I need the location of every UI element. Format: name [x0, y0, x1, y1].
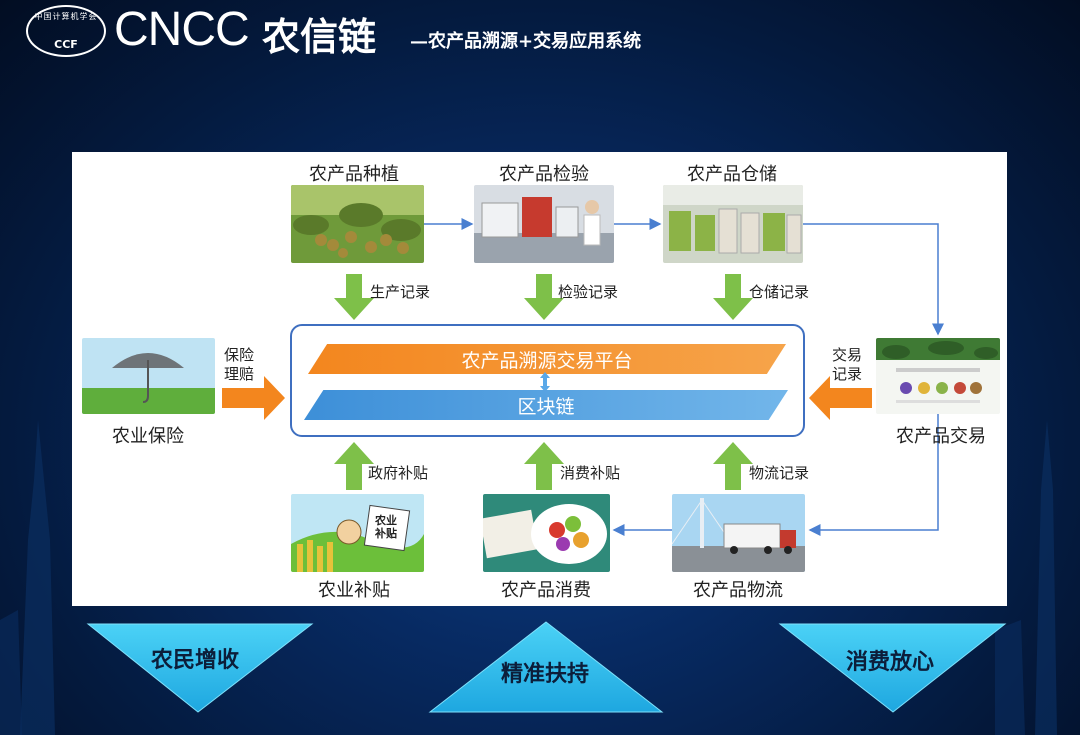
node-label-inspection: 农产品检验 [499, 164, 589, 185]
outcome-middle-label: 精准扶持 [500, 662, 589, 687]
record-label-production: 生产记录 [370, 283, 431, 301]
storage-photo [663, 185, 803, 263]
arrow-production-down [334, 274, 374, 320]
record-label-logistics: 物流记录 [749, 464, 810, 482]
outcome-triangles [86, 621, 1007, 713]
page-subtitle: —农产品溯源+交易应用系统 [410, 31, 642, 52]
logo-mark: CCF [54, 38, 78, 51]
record-label-trade-1: 交易 [832, 346, 863, 364]
arrow-consumer-subsidy-up [524, 442, 564, 490]
node-label-storage: 农产品仓储 [687, 164, 777, 185]
record-label-inspection: 检验记录 [558, 283, 619, 301]
trade-photo [876, 338, 1000, 414]
arrow-inspection-down [524, 274, 564, 320]
platform-band-top: 农产品溯源交易平台 [308, 344, 786, 374]
inspection-photo [474, 185, 614, 263]
outcome-middle-triangle [428, 621, 664, 713]
header: 中国计算机学会 CCF CNCC 农信链 —农产品溯源+交易应用系统 [0, 0, 1080, 62]
node-label-insurance: 农业保险 [112, 426, 184, 447]
node-label-logistics: 农产品物流 [693, 580, 783, 601]
traceability-platform: 农产品溯源交易平台 区块链 [290, 324, 805, 437]
connector-trade-logistics [808, 414, 939, 536]
city-skyline-right [995, 420, 1057, 735]
record-label-consumer-subsidy: 消费补贴 [560, 464, 621, 482]
diagram-connectors [222, 218, 944, 536]
city-skyline-left [0, 420, 55, 735]
platform-band-bottom: 区块链 [304, 390, 788, 420]
brand-name: CNCC [114, 3, 250, 56]
node-label-planting: 农产品种植 [309, 164, 399, 185]
logistics-photo [672, 494, 805, 572]
record-label-storage: 仓储记录 [749, 283, 810, 301]
consumption-photo [483, 494, 610, 572]
arrow-insurance-right [222, 376, 285, 420]
arrow-logistics-up [713, 442, 753, 490]
arrow-gov-subsidy-up [334, 442, 374, 490]
insurance-photo [82, 338, 215, 414]
planting-photo [291, 185, 424, 263]
outcome-left-triangle [86, 623, 314, 713]
diagram-panel: 农产品种植 农产品检验 农产品仓储 生产记录 检验记录 仓储记录 农产品溯源交易… [72, 152, 1007, 606]
subsidy-illustration [291, 494, 424, 572]
record-label-insurance-1: 保险 [224, 346, 255, 364]
node-label-subsidy: 农业补贴 [318, 580, 390, 601]
bidirectional-arrow-icon [540, 372, 550, 392]
node-label-consumption: 农产品消费 [501, 580, 591, 601]
record-label-insurance-2: 理赔 [224, 365, 255, 383]
outcome-right-triangle [778, 623, 1007, 713]
arrow-trade-left [809, 376, 872, 420]
ccf-logo: 中国计算机学会 CCF [26, 5, 106, 57]
platform-band-top-label: 农产品溯源交易平台 [461, 349, 633, 372]
arrow-storage-down [713, 274, 753, 320]
record-label-gov-subsidy: 政府补贴 [368, 464, 429, 482]
page-title: 农信链 [262, 14, 377, 59]
outcome-right-label: 消费放心 [845, 650, 934, 675]
subsidy-card-text: 农业 补贴 [375, 514, 397, 540]
outcome-left-label: 农民增收 [150, 648, 239, 673]
connector-storage-trade [803, 223, 944, 336]
record-label-trade-2: 记录 [832, 365, 863, 383]
node-label-trade: 农产品交易 [896, 426, 986, 447]
platform-band-bottom-label: 区块链 [517, 395, 575, 418]
logo-ring-text: 中国计算机学会 [34, 12, 98, 21]
